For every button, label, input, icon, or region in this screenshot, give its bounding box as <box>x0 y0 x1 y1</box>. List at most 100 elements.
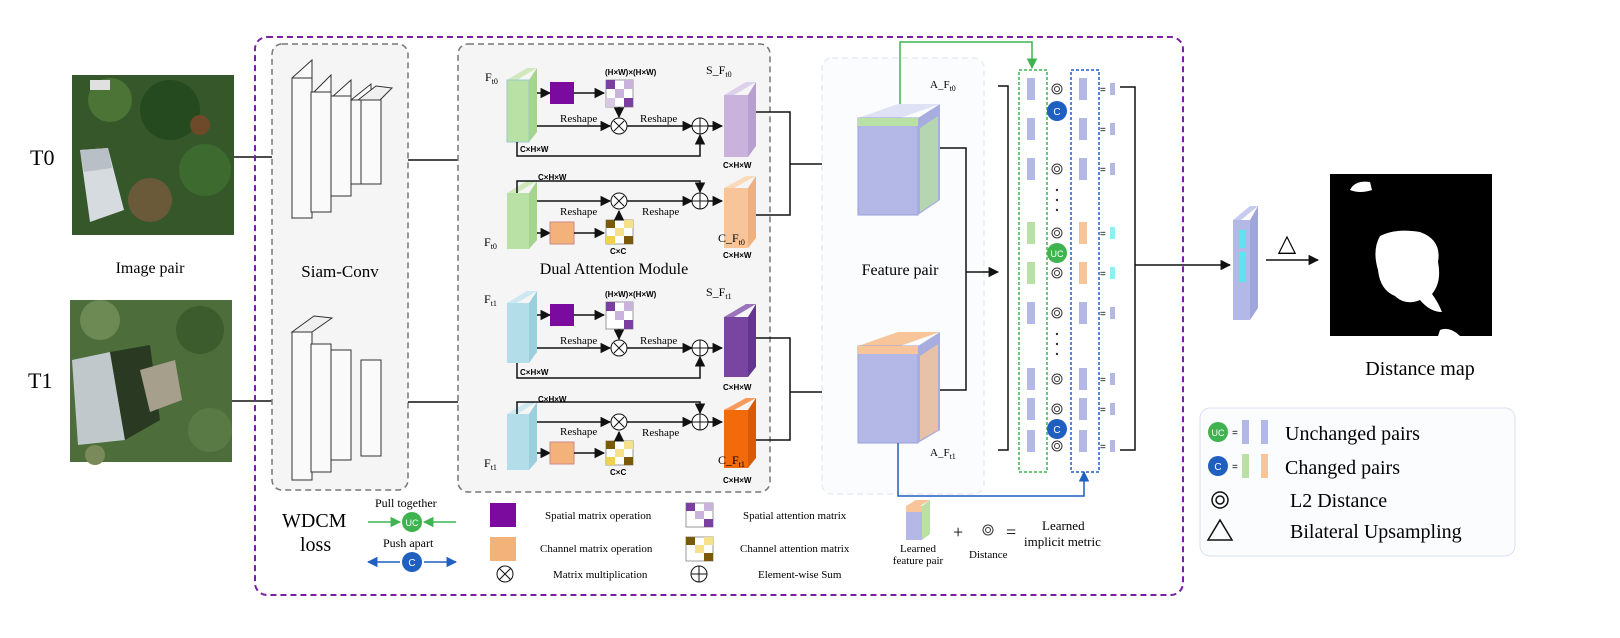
wdcm-loss-legend: WDCM loss Pull together UC Push apart C <box>282 496 458 572</box>
t0-label: T0 <box>30 145 54 170</box>
cc-label: C×C <box>610 247 626 256</box>
chw-out-label-c-t1: C×H×W <box>723 476 752 485</box>
bilateral-upsampling-arrow: △ <box>1266 231 1320 266</box>
reshape-label-t1: Reshape <box>560 335 597 347</box>
reshape-label: Reshape <box>560 113 597 125</box>
spatial-attention-matrix-icon <box>605 79 634 108</box>
f-t1-lower-label: Ft1 <box>484 456 497 472</box>
reshape-label-c2-t1: Reshape <box>642 427 679 439</box>
unchanged-pairs-label: Unchanged pairs <box>1285 423 1420 445</box>
dam-branch-channel-t1: Ft1 C×H×W Reshape C×C Reshape C_Ft1 C×H×… <box>484 395 756 485</box>
image-pair-caption: Image pair <box>116 260 186 277</box>
svg-text:UC: UC <box>406 518 419 528</box>
bilateral-upsampling-label: Bilateral Upsampling <box>1290 521 1462 543</box>
dam-branch-spatial-t0: Ft0 (H×W)×(H×W) Reshape Reshape C×H×W S_… <box>485 63 756 170</box>
distance-label: Distance <box>969 549 1008 561</box>
channel-op-label: Channel matrix operation <box>540 543 653 555</box>
siam-conv-block: Siam-Conv <box>271 43 409 491</box>
c-f-t1-label: C_Ft1 <box>718 453 745 469</box>
svg-text:C: C <box>1053 107 1060 118</box>
svg-text:C: C <box>1053 425 1060 436</box>
t1-satellite-image <box>70 300 232 465</box>
network-frame <box>254 36 1184 596</box>
hwhw-label: (H×W)×(H×W) <box>605 68 657 77</box>
feature-cube-t0: A_Ft0 <box>857 79 956 216</box>
pull-together-label: Pull together <box>375 496 437 510</box>
svg-text:=: = <box>1100 229 1106 240</box>
legend-changed: C = Changed pairs <box>1208 454 1400 479</box>
f-t1-label: Ft1 <box>484 292 497 308</box>
matrix-mult-label: Matrix multiplication <box>553 569 648 581</box>
metric-label-1: Learned <box>1042 518 1085 533</box>
a-f-t0-label: A_Ft0 <box>930 79 956 93</box>
s-f-t0-label: S_Ft0 <box>706 63 732 79</box>
learned-pair-label-1: Learned <box>900 543 937 555</box>
distance-map-caption: Distance map <box>1365 358 1474 380</box>
reshape-label-c2: Reshape <box>642 206 679 218</box>
reshape-label-2: Reshape <box>640 113 677 125</box>
metric-to-output-connector <box>1120 86 1232 451</box>
chw-label: C×H×W <box>520 145 549 154</box>
legend-bilateral: Bilateral Upsampling <box>1206 518 1462 543</box>
channel-attention-legend-icon <box>685 536 714 562</box>
spatial-att-label: Spatial attention matrix <box>743 510 847 522</box>
spatial-op-label: Spatial matrix operation <box>545 510 652 522</box>
distance-feature-block <box>1233 206 1258 320</box>
channel-att-label: Channel attention matrix <box>740 543 850 555</box>
reshape-label-t1b: Reshape <box>640 335 677 347</box>
metric-equation-legend: Learned feature pair + Distance = Learne… <box>893 500 1101 567</box>
svg-text:=: = <box>1232 428 1238 439</box>
chw-label-t1: C×H×W <box>520 368 549 377</box>
cc-label-t1: C×C <box>610 468 626 477</box>
svg-text:C: C <box>1214 462 1221 473</box>
c-f-t0-label: C_Ft0 <box>718 231 745 247</box>
siam-conv-label: Siam-Conv <box>301 262 379 281</box>
input-t0: T0 <box>30 75 289 235</box>
svg-text:=: = <box>1100 85 1106 96</box>
a-f-t1-label: A_Ft1 <box>930 447 956 461</box>
svg-text:UC: UC <box>1212 428 1225 438</box>
changed-badge-top: C <box>1047 101 1067 121</box>
svg-text:=: = <box>1232 462 1238 473</box>
feature-cube-t1: A_Ft1 <box>857 332 956 461</box>
f-t0-label: Ft0 <box>485 70 498 86</box>
siam-conv-layers-bottom <box>290 315 382 481</box>
chw-label-c-t1: C×H×W <box>538 395 567 404</box>
input-t1: T1 <box>28 300 289 465</box>
spatial-attention-legend-icon <box>685 502 714 528</box>
unchanged-badge-middle: UC <box>1047 243 1067 263</box>
svg-text:=: = <box>1100 125 1106 136</box>
s-f-t1-label: S_Ft1 <box>706 285 732 301</box>
operation-legend: Spatial matrix operation Channel matrix … <box>490 502 850 583</box>
l2-distance-label: L2 Distance <box>1290 490 1387 512</box>
chw-out-label-c: C×H×W <box>723 251 752 260</box>
dam-branch-channel-t0: Ft0 C×H×W Reshape C×C Reshape C_Ft0 C×H×… <box>484 173 756 260</box>
f-t0-lower-label: Ft0 <box>484 235 497 251</box>
svg-text:△: △ <box>1278 231 1297 257</box>
svg-text:=: = <box>1100 269 1106 280</box>
reshape-label-c-t1: Reshape <box>560 426 597 438</box>
legend-box: UC = Unchanged pairs C = Changed pairs L… <box>1199 407 1516 557</box>
svg-text:=: = <box>1100 405 1106 416</box>
legend-unchanged: UC = Unchanged pairs <box>1208 420 1420 445</box>
dual-attention-module-label: Dual Attention Module <box>540 261 688 278</box>
push-apart-label: Push apart <box>383 536 434 550</box>
reshape-label-c: Reshape <box>560 206 597 218</box>
vertical-dots <box>1055 188 1059 356</box>
hwhw-label-t1: (H×W)×(H×W) <box>605 290 657 299</box>
elem-sum-label: Element-wise Sum <box>758 569 842 581</box>
t1-label: T1 <box>28 368 52 393</box>
wdcm-label: WDCM <box>282 510 347 532</box>
legend-l2: L2 Distance <box>1211 490 1387 512</box>
channel-attention-matrix-icon-t1 <box>605 440 634 466</box>
chw-out-label: C×H×W <box>723 161 752 170</box>
feature-pair-label: Feature pair <box>862 262 940 279</box>
metric-output-column: = = = = = = = = = <box>1100 83 1115 453</box>
svg-text:=: = <box>1100 165 1106 176</box>
changed-badge-bottom: C <box>1047 419 1067 439</box>
feature-to-metric-connectors <box>897 41 1090 497</box>
chw-out-label-t1: C×H×W <box>723 383 752 392</box>
metric-label-2: implicit metric <box>1024 534 1101 549</box>
distance-map-image <box>1330 174 1492 336</box>
